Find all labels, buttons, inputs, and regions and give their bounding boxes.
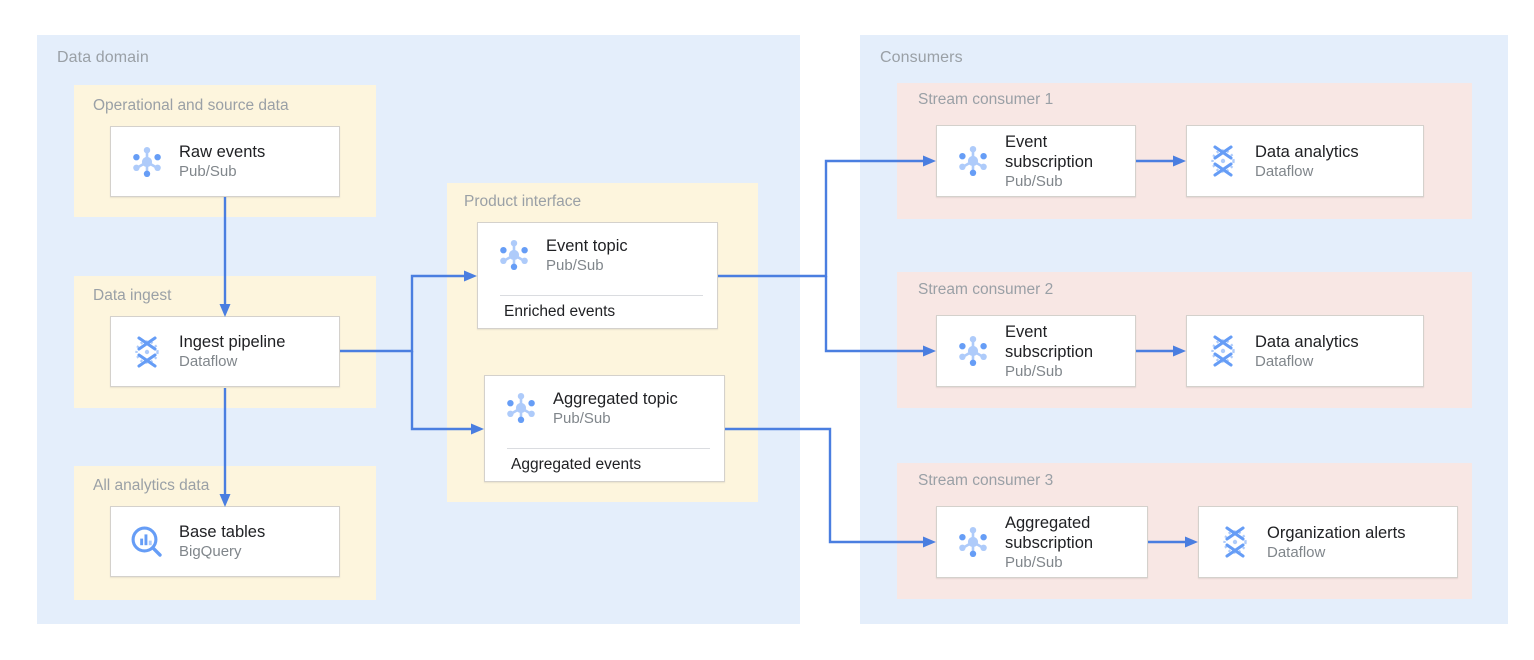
card-subtitle: Pub/Sub xyxy=(553,409,611,427)
card-subtitle: BigQuery xyxy=(179,543,242,560)
card-title: Ingest pipeline xyxy=(179,333,286,351)
card-event-topic[interactable]: Event topic Pub/Sub Enriched events xyxy=(477,222,718,329)
group-operational-and-source-data-title: Operational and source data xyxy=(93,97,289,114)
card-event-subscription-1[interactable]: Event subscription Pub/Sub xyxy=(936,125,1136,197)
card-base-tables[interactable]: Base tables BigQuery xyxy=(110,506,340,577)
card-subtitle: Pub/Sub xyxy=(1005,172,1063,190)
card-raw-events[interactable]: Raw events Pub/Sub xyxy=(110,126,340,197)
group-product-interface-title: Product interface xyxy=(464,193,582,210)
card-subtitle: Dataflow xyxy=(1267,543,1326,561)
card-aggregated-topic[interactable]: Aggregated topic Pub/Sub Aggregated even… xyxy=(484,375,725,482)
pubsub-icon xyxy=(499,386,543,430)
card-subtitle: Dataflow xyxy=(179,353,238,370)
card-note: Aggregated events xyxy=(511,456,642,473)
pubsub-icon xyxy=(951,139,995,183)
card-event-subscription-2[interactable]: Event subscription Pub/Sub xyxy=(936,315,1136,387)
card-subtitle: Pub/Sub xyxy=(179,163,237,180)
pubsub-icon xyxy=(951,520,995,564)
card-divider xyxy=(500,295,703,296)
card-title: Data analytics xyxy=(1255,142,1359,161)
card-title: Raw events xyxy=(179,143,266,161)
card-title: Base tables xyxy=(179,523,266,541)
card-title: Aggregated topic xyxy=(553,389,678,408)
dataflow-icon xyxy=(1201,329,1245,373)
card-title: Aggregated subscription xyxy=(1005,513,1094,552)
card-aggregated-subscription-3[interactable]: Aggregated subscription Pub/Sub xyxy=(936,506,1148,578)
group-stream-consumer-3-title: Stream consumer 3 xyxy=(918,472,1054,489)
card-note: Enriched events xyxy=(504,303,616,320)
group-all-analytics-data-title: All analytics data xyxy=(93,477,210,494)
panel-consumers-title: Consumers xyxy=(880,49,963,66)
group-stream-consumer-2-title: Stream consumer 2 xyxy=(918,281,1054,298)
card-ingest-pipeline[interactable]: Ingest pipeline Dataflow xyxy=(110,316,340,387)
card-title: Event subscription xyxy=(1005,132,1094,171)
card-data-analytics-2[interactable]: Data analytics Dataflow xyxy=(1186,315,1424,387)
pubsub-icon xyxy=(492,233,536,277)
dataflow-icon xyxy=(1201,139,1245,183)
card-title: Data analytics xyxy=(1255,332,1359,351)
card-subtitle: Pub/Sub xyxy=(1005,362,1063,380)
card-title: Event topic xyxy=(546,236,628,255)
card-title: Event subscription xyxy=(1005,322,1094,361)
card-divider xyxy=(507,448,710,449)
group-data-ingest-title: Data ingest xyxy=(93,287,172,304)
bigquery-icon xyxy=(125,520,169,564)
card-data-analytics-1[interactable]: Data analytics Dataflow xyxy=(1186,125,1424,197)
dataflow-icon xyxy=(1213,520,1257,564)
pubsub-icon xyxy=(125,140,169,184)
group-stream-consumer-1-title: Stream consumer 1 xyxy=(918,91,1054,108)
panel-data-domain-title: Data domain xyxy=(57,49,149,66)
card-subtitle: Dataflow xyxy=(1255,162,1314,180)
card-title: Organization alerts xyxy=(1267,523,1406,542)
card-organization-alerts[interactable]: Organization alerts Dataflow xyxy=(1198,506,1458,578)
card-subtitle: Dataflow xyxy=(1255,352,1314,370)
pubsub-icon xyxy=(951,329,995,373)
card-subtitle: Pub/Sub xyxy=(546,256,604,274)
card-subtitle: Pub/Sub xyxy=(1005,553,1063,571)
dataflow-icon xyxy=(125,330,169,374)
